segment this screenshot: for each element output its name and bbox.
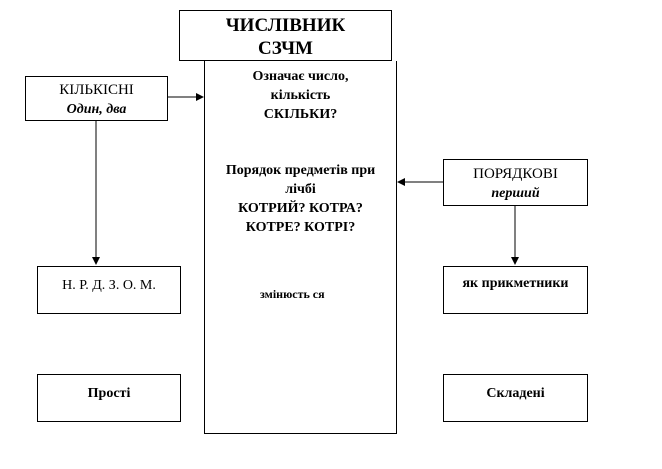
simple-box: Прості [37, 374, 181, 422]
center-column: Означає число, кількість СКІЛЬКИ? Порядо… [204, 61, 397, 434]
meaning-line2: кількість [270, 88, 331, 103]
cases-box: Н. Р. Д. З. О. М. [37, 266, 181, 314]
title-line1: ЧИСЛІВНИК [225, 15, 346, 36]
meaning-line3: СКІЛЬКИ? [263, 107, 338, 122]
poryadkovi-label: ПОРЯДКОВІ [473, 166, 558, 182]
like-adjectives-box: як прикметники [443, 266, 588, 314]
title-box: ЧИСЛІВНИК СЗЧМ [179, 10, 392, 61]
kilkisni-example: Один, два [66, 102, 127, 117]
simple-label: Прості [87, 386, 131, 401]
compound-label: Складені [486, 386, 545, 401]
order-line1: Порядок предметів при [225, 163, 376, 178]
kilkisni-label: КІЛЬКІСНІ [59, 82, 134, 98]
title-line2: СЗЧМ [258, 37, 313, 59]
poryadkovi-box: ПОРЯДКОВІ перший [443, 159, 588, 206]
change-label: змінюсть ся [260, 287, 325, 301]
order-line4: КОТРЕ? КОТРІ? [245, 220, 356, 235]
cases-label: Н. Р. Д. З. О. М. [62, 278, 156, 293]
meaning-line1: Означає число, [252, 69, 349, 84]
kilkisni-box: КІЛЬКІСНІ Один, два [25, 76, 168, 121]
compound-box: Складені [443, 374, 588, 422]
order-line3: КОТРИЙ? КОТРА? [238, 201, 363, 216]
order-line2: лічбі [285, 182, 316, 197]
poryadkovi-example: перший [491, 186, 540, 201]
like-adjectives-label: як прикметники [462, 276, 569, 291]
